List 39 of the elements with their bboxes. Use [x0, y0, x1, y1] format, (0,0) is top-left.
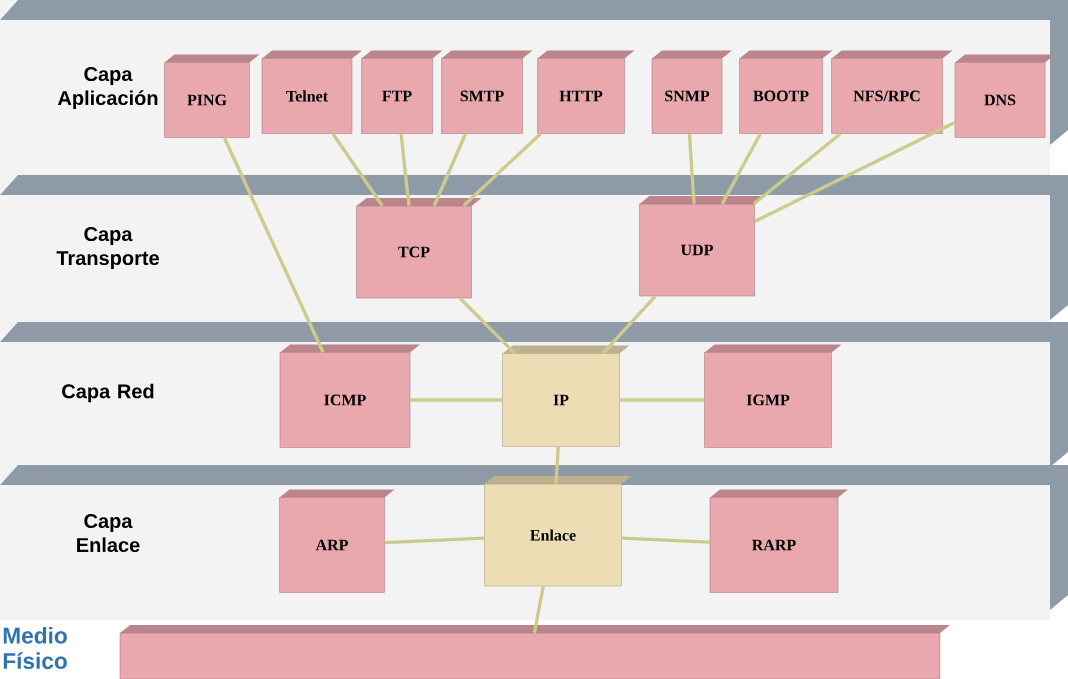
connector-line: [458, 297, 516, 355]
connector-line: [462, 132, 542, 207]
connector-line: [754, 120, 956, 223]
layer-label: Capa Transporte: [56, 226, 159, 270]
protocol-box: UDP: [639, 196, 765, 297]
protocol-box: FTP: [361, 50, 443, 134]
connector-line: [331, 132, 384, 207]
connector-line: [621, 536, 710, 544]
layer-label: Capa Enlace: [77, 513, 140, 553]
layer-label: Medio Físico: [3, 627, 67, 669]
connector-line: [602, 295, 657, 355]
connector-line: [687, 133, 696, 204]
protocol-box: Telnet: [261, 50, 362, 134]
connector-line: [554, 446, 560, 484]
protocol-box: NFS/RPC: [831, 50, 953, 134]
protocol-box: IGMP: [704, 344, 842, 448]
connector-line: [619, 398, 705, 402]
layer-label: Capa Red: [62, 383, 154, 403]
protocol-box: Enlace: [484, 476, 632, 587]
connector-line: [432, 133, 468, 207]
connector-line: [720, 132, 762, 205]
protocol-box: ICMP: [279, 344, 420, 448]
connector-line: [532, 585, 545, 634]
protocol-box: DNS: [954, 54, 1055, 138]
connector-line: [410, 398, 503, 402]
protocol-box: BOOTP: [739, 50, 833, 134]
protocol-box: HTTP: [537, 50, 635, 134]
protocol-box: SNMP: [651, 50, 732, 134]
protocol-box: IP: [502, 345, 630, 447]
protocol-box: SMTP: [441, 50, 533, 134]
protocol-box: TCP: [356, 198, 482, 299]
protocol-box: ARP: [279, 489, 395, 593]
protocol-box: PING: [164, 54, 260, 138]
connector-line: [753, 132, 842, 206]
connector-line: [222, 137, 325, 353]
connector-line: [399, 133, 411, 206]
medium-bar: [119, 625, 950, 679]
connector-line: [384, 536, 485, 545]
protocol-box: RARP: [709, 489, 848, 593]
